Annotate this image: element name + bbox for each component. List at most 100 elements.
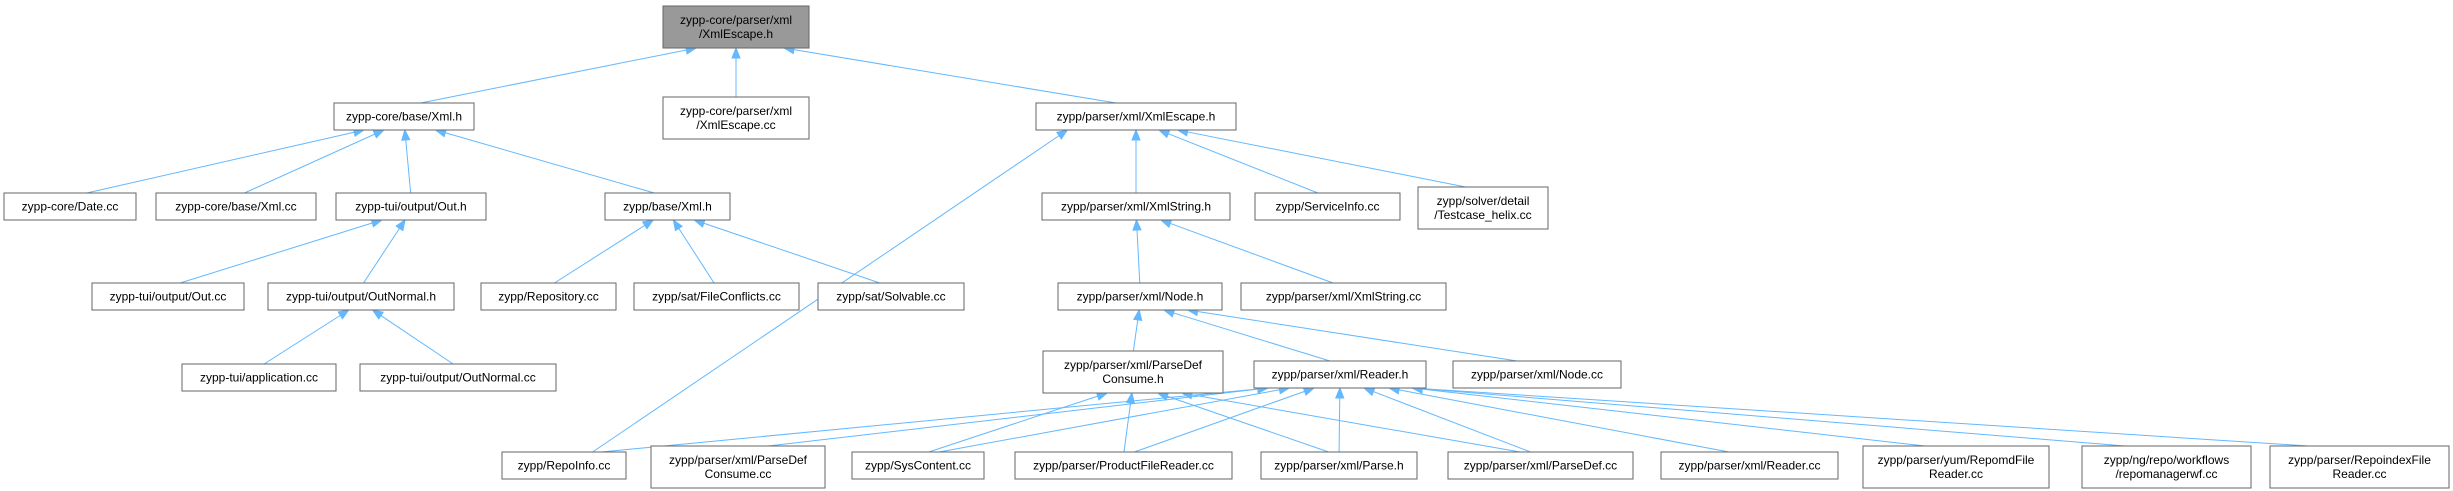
node-label: zypp-tui/output/Out.cc	[110, 290, 227, 304]
file-node-reader-cc[interactable]: zypp/parser/xml/Reader.cc	[1660, 451, 1839, 480]
edge-line	[1187, 131, 1466, 188]
edge-parsedefconsume_h-to-syscontent_cc	[928, 391, 1109, 453]
edge-line	[1136, 229, 1141, 284]
node-box	[1042, 350, 1224, 394]
file-node-core-xml-h[interactable]: zypp-core/base/Xml.h	[333, 102, 475, 131]
file-node-parsedef-cc[interactable]: zypp/parser/xml/ParseDef.cc	[1447, 451, 1634, 480]
arrowhead-icon	[1302, 387, 1316, 396]
node-box	[1035, 102, 1237, 131]
edge-line	[1422, 388, 2309, 447]
node-box	[1452, 360, 1622, 389]
file-node-application-cc[interactable]: zypp-tui/application.cc	[181, 363, 337, 392]
node-label: zypp/parser/xml/XmlEscape.h	[1057, 110, 1216, 124]
edge-core_xml_h-to-core_xml_cc	[244, 129, 386, 194]
file-node-outnormal-h[interactable]: zypp-tui/output/OutNormal.h	[267, 282, 455, 311]
node-label: zypp/parser/xml/ParseDef.cc	[1464, 459, 1617, 473]
edge-root-to-core_xml_h	[420, 45, 698, 104]
node-label: zypp/ServiceInfo.cc	[1275, 200, 1379, 214]
file-node-xmlstring-cc[interactable]: zypp/parser/xml/XmlString.cc	[1240, 282, 1447, 311]
edge-reader_h-to-repomanagerwf_cc	[1410, 384, 2126, 447]
file-node-reader-h[interactable]: zypp/parser/xml/Reader.h	[1253, 360, 1427, 389]
edge-line	[1170, 222, 1334, 284]
node-label: zypp-core/base/Xml.cc	[175, 200, 296, 214]
node-label: zypp/sat/FileConflicts.cc	[652, 290, 781, 304]
file-node-outnormal-cc[interactable]: zypp-tui/output/OutNormal.cc	[359, 363, 557, 392]
edge-xmlstring_h-to-node_h	[1132, 218, 1142, 284]
file-node-repository-cc[interactable]: zypp/Repository.cc	[480, 282, 617, 311]
file-node-syscontent-cc[interactable]: zypp/SysContent.cc	[851, 451, 985, 480]
node-label: zypp/parser/xml/Node.h	[1077, 290, 1204, 304]
node-label: zypp/parser/xml/Node.cc	[1471, 368, 1603, 382]
node-box	[333, 102, 475, 131]
file-node-xmlstring-h[interactable]: zypp/parser/xml/XmlString.h	[1041, 192, 1231, 221]
edge-reader_h-to-repoindexfilereader_cc	[1410, 383, 2309, 447]
edge-parsedefconsume_h-to-parse_h	[1156, 391, 1329, 453]
edge-line	[1134, 390, 1305, 453]
node-box	[3, 192, 137, 221]
edge-out_h-to-out_cc	[180, 218, 384, 284]
node-label: zypp/SysContent.cc	[865, 459, 971, 473]
file-node-core-xml-cc[interactable]: zypp-core/base/Xml.cc	[155, 192, 317, 221]
edge-p_xmlescape_h-to-testcase_cc	[1176, 127, 1466, 188]
file-node-date-cc[interactable]: zypp-core/Date.cc	[3, 192, 137, 221]
arrowhead-icon	[641, 219, 655, 230]
file-node-node-cc[interactable]: zypp/parser/xml/Node.cc	[1452, 360, 1622, 389]
file-node-node-h[interactable]: zypp/parser/xml/Node.h	[1057, 282, 1223, 311]
file-node-productfilereader-cc[interactable]: zypp/parser/ProductFileReader.cc	[1014, 451, 1233, 480]
node-label: zypp/parser/xml/XmlString.cc	[1266, 290, 1421, 304]
arrowhead-icon	[1335, 386, 1345, 399]
edge-line	[180, 222, 373, 284]
arrowhead-icon	[1157, 129, 1171, 139]
node-label: zypp-core/parser/xml	[680, 13, 792, 27]
node-box	[501, 451, 627, 480]
node-box	[604, 192, 731, 221]
node-box	[1254, 192, 1401, 221]
node-box	[1660, 451, 1839, 480]
edge-p_xmlescape_h-to-xmlstring_h	[1131, 128, 1141, 193]
file-node-repomanagerwf-cc[interactable]: zypp/ng/repo/workflows/repomanagerwf.cc	[2081, 445, 2252, 489]
edge-line	[1373, 391, 1531, 453]
node-box	[267, 282, 455, 311]
edge-core_xml_h-to-date_cc	[86, 127, 366, 194]
edge-outnormal_h-to-application_cc	[263, 309, 350, 365]
node-label: Consume.h	[1102, 372, 1163, 386]
edge-reader_h-to-parse_h	[1335, 386, 1345, 453]
edge-line	[1422, 388, 2126, 447]
file-node-out-h[interactable]: zypp-tui/output/Out.h	[335, 192, 487, 221]
file-node-testcase-cc[interactable]: zypp/solver/detail/Testcase_helix.cc	[1417, 186, 1549, 230]
edge-line	[768, 388, 1258, 447]
nodes-layer: zypp-core/parser/xml/XmlEscape.hzypp-cor…	[3, 5, 2450, 489]
file-node-base-xml-h[interactable]: zypp/base/Xml.h	[604, 192, 731, 221]
edge-line	[263, 314, 341, 365]
arrowhead-icon	[1131, 128, 1141, 141]
node-box	[851, 451, 985, 480]
root-file-node[interactable]: zypp-core/parser/xml/XmlEscape.h	[662, 5, 810, 49]
node-label: zypp/RepoInfo.cc	[518, 459, 611, 473]
file-node-fileconflicts-cc[interactable]: zypp/sat/FileConflicts.cc	[633, 282, 800, 311]
node-label: zypp-tui/application.cc	[200, 371, 318, 385]
file-node-parse-h[interactable]: zypp/parser/xml/Parse.h	[1260, 451, 1418, 480]
file-node-p-xmlescape-h[interactable]: zypp/parser/xml/XmlEscape.h	[1035, 102, 1237, 131]
file-node-out-cc[interactable]: zypp-tui/output/Out.cc	[91, 282, 245, 311]
arrowhead-icon	[372, 129, 386, 139]
file-node-solvable-cc[interactable]: zypp/sat/Solvable.cc	[817, 282, 965, 311]
node-label: zypp-core/Date.cc	[22, 200, 119, 214]
edge-line	[601, 388, 1258, 453]
file-node-xmlescape-cc[interactable]: zypp-core/parser/xml/XmlEscape.cc	[662, 96, 810, 140]
edge-line	[793, 49, 1117, 104]
node-label: zypp-tui/output/OutNormal.cc	[380, 371, 535, 385]
file-node-serviceinfo-cc[interactable]: zypp/ServiceInfo.cc	[1254, 192, 1401, 221]
node-box	[1862, 445, 2050, 489]
edge-core_xml_h-to-out_h	[401, 128, 412, 194]
arrowhead-icon	[693, 218, 706, 228]
edge-reader_h-to-reader_cc	[1387, 385, 1730, 453]
edge-root-to-xmlescape_cc	[731, 46, 741, 97]
node-box	[817, 282, 965, 311]
file-node-repoinfo-cc[interactable]: zypp/RepoInfo.cc	[501, 451, 627, 480]
node-label: zypp/parser/xml/ParseDef	[669, 453, 808, 467]
